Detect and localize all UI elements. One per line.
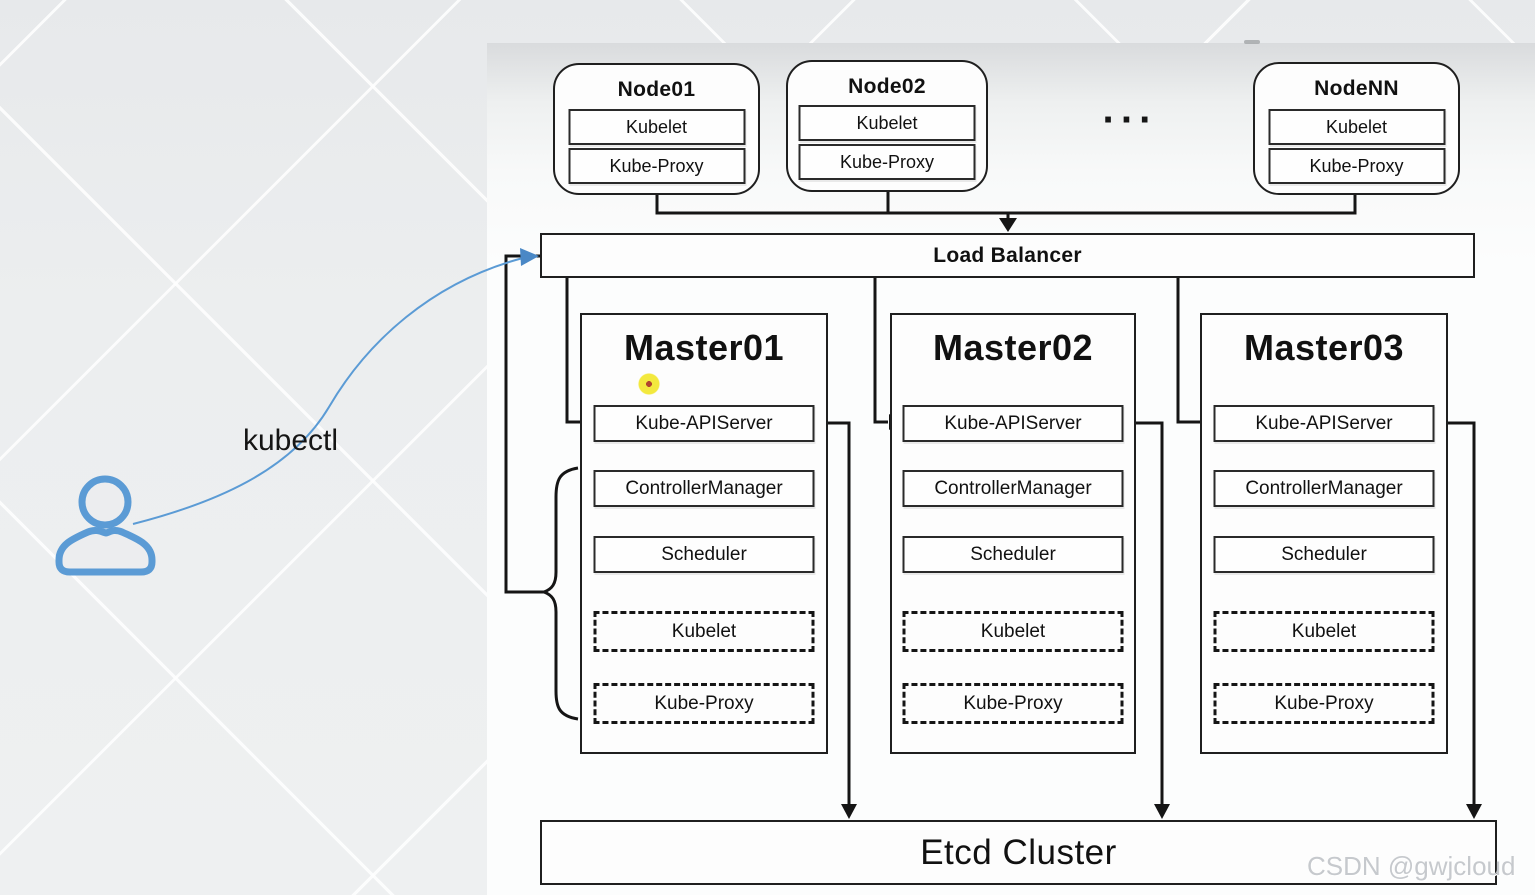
watermark-text: CSDN @gwjcloud [1307, 851, 1516, 881]
nodeNN-box: NodeNN Kubelet Kube-Proxy [1253, 62, 1460, 195]
master03-kubelet-label: Kubelet [1291, 620, 1357, 642]
master03-scheduler-label: Scheduler [1281, 543, 1367, 565]
nodeNN-title: NodeNN [1314, 77, 1399, 100]
master01-apiserver-label: Kube-APIServer [635, 412, 773, 434]
master03-controllermanager-box: ControllerManager [1213, 470, 1435, 507]
master02-controllermanager-box: ControllerManager [902, 470, 1124, 507]
user-icon [55, 475, 156, 576]
master01-title: Master01 [623, 327, 785, 368]
load-balancer-label: Load Balancer [933, 243, 1082, 267]
master01-controllermanager-box: ControllerManager [593, 470, 815, 507]
master02-apiserver-label: Kube-APIServer [944, 412, 1082, 434]
nodeNN-kubeproxy-label: Kube-Proxy [1309, 155, 1404, 176]
node01-kubeproxy-label: Kube-Proxy [609, 155, 704, 176]
more-nodes-ellipsis: ··· [1102, 98, 1158, 142]
nodeNN-kubelet-label: Kubelet [1325, 116, 1388, 137]
node01-kubelet-label: Kubelet [625, 116, 688, 137]
kubectl-arrow [132, 248, 539, 525]
node02-kubeproxy-box: Kube-Proxy [798, 144, 976, 180]
master02-box: Master02 Kube-APIServer ControllerManage… [890, 313, 1136, 754]
master03-apiserver-box: Kube-APIServer [1213, 405, 1435, 442]
master01-scheduler-label: Scheduler [661, 543, 747, 565]
master02-apiserver-box: Kube-APIServer [902, 405, 1124, 442]
node02-kubelet-box: Kubelet [798, 105, 976, 141]
nodeNN-kubelet-box: Kubelet [1268, 109, 1445, 145]
master02-kubelet-label: Kubelet [980, 620, 1046, 642]
node02-kubeproxy-label: Kube-Proxy [839, 151, 935, 172]
node02-title: Node02 [848, 75, 926, 98]
master03-box: Master03 Kube-APIServer ControllerManage… [1200, 313, 1448, 754]
master03-controllermanager-label: ControllerManager [1245, 477, 1403, 499]
master02-title: Master02 [932, 327, 1094, 368]
master01-scheduler-box: Scheduler [593, 536, 815, 573]
node02-kubelet-label: Kubelet [856, 112, 918, 133]
master02-scheduler-box: Scheduler [902, 536, 1124, 573]
master03-kubelet-box: Kubelet [1213, 611, 1435, 652]
nodeNN-kubeproxy-box: Kube-Proxy [1268, 148, 1445, 184]
cursor-highlight-icon [637, 372, 661, 396]
master01-controllermanager-label: ControllerManager [625, 477, 783, 499]
node01-box: Node01 Kubelet Kube-Proxy [553, 63, 760, 195]
master03-kubeproxy-label: Kube-Proxy [1274, 692, 1374, 714]
master01-kubelet-box: Kubelet [593, 611, 815, 652]
master02-kubelet-box: Kubelet [902, 611, 1124, 652]
master03-scheduler-box: Scheduler [1213, 536, 1435, 573]
master02-kubeproxy-label: Kube-Proxy [963, 692, 1063, 714]
top-edge-artifact [1244, 40, 1260, 44]
node01-title: Node01 [617, 78, 696, 101]
load-balancer-box: Load Balancer [540, 233, 1475, 278]
master03-apiserver-label: Kube-APIServer [1255, 412, 1393, 434]
etcd-cluster-label: Etcd Cluster [920, 832, 1117, 872]
master01-apiserver-box: Kube-APIServer [593, 405, 815, 442]
master01-box: Master01 Kube-APIServer ControllerManage… [580, 313, 828, 754]
node02-box: Node02 Kubelet Kube-Proxy [786, 60, 988, 192]
master02-scheduler-label: Scheduler [970, 543, 1056, 565]
master03-kubeproxy-box: Kube-Proxy [1213, 683, 1435, 724]
master02-kubeproxy-box: Kube-Proxy [902, 683, 1124, 724]
master01-kubelet-label: Kubelet [671, 620, 737, 642]
master03-title: Master03 [1243, 327, 1405, 368]
kubectl-label: kubectl [243, 424, 339, 457]
node01-kubelet-box: Kubelet [568, 109, 745, 145]
etcd-cluster-box: Etcd Cluster [540, 820, 1497, 885]
master01-kubeproxy-label: Kube-Proxy [654, 692, 754, 714]
master01-kubeproxy-box: Kube-Proxy [593, 683, 815, 724]
node01-kubeproxy-box: Kube-Proxy [568, 148, 745, 184]
master02-controllermanager-label: ControllerManager [934, 477, 1092, 499]
